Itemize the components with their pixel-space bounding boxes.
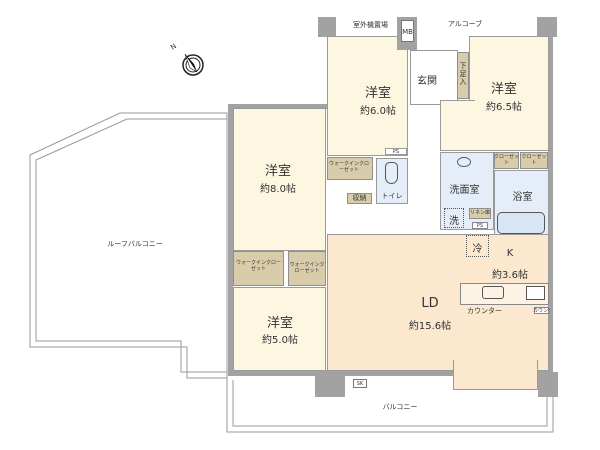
room-name: K [506, 248, 514, 259]
room-name: LD [421, 296, 439, 311]
walkin-closet-label: ウォークインクローゼット [236, 260, 282, 272]
room-western-6 [327, 36, 408, 156]
room-western-5 [233, 287, 326, 371]
room-name: 洋室 [264, 164, 291, 179]
pillar [537, 17, 557, 37]
laundry-label: 洗 [449, 216, 459, 227]
ps-label: PS [476, 223, 484, 229]
wall [228, 104, 233, 374]
walkin-closet-label: ウォークインクローゼット [329, 161, 370, 173]
pillar [538, 372, 558, 397]
kitchen-sink-icon [482, 286, 504, 299]
room-size: 約6.5帖 [486, 102, 522, 113]
pillar [315, 373, 345, 397]
walkin-closet [288, 251, 326, 286]
fridge-label: 冷 [472, 244, 483, 255]
small-counter [534, 307, 549, 314]
room-name: 洋室 [490, 82, 517, 97]
ps-box [385, 148, 407, 155]
room-name: 洋室 [364, 86, 391, 101]
sk-box [353, 379, 367, 388]
room-name: 洋室 [266, 316, 293, 331]
ps-label: PS [392, 149, 400, 155]
alcove-label: アルコーブ [447, 20, 483, 28]
bathroom-label: 浴室 [512, 192, 533, 203]
balcony-outline [226, 378, 554, 433]
walkin-closet [233, 251, 284, 286]
room-size: 約3.6帖 [492, 270, 528, 281]
room-size: 約15.6帖 [408, 321, 452, 332]
roof-balcony-label: ルーフバルコニー [107, 240, 163, 248]
roof-balcony-outline [29, 112, 228, 379]
mb-box [401, 20, 414, 42]
closet [494, 152, 519, 169]
mb-label: MB [402, 28, 413, 36]
shoe-box [457, 52, 469, 99]
closet [520, 152, 548, 169]
room-western-65 [469, 36, 549, 151]
room-size: 約6.0帖 [360, 106, 396, 117]
room-ld-bay [453, 360, 538, 390]
closet-label: クローゼット [521, 154, 547, 166]
storage-label: 収納 [352, 194, 367, 202]
toilet-bowl-icon [385, 162, 398, 184]
walkin-closet-label: ウォークインクローゼット [289, 262, 325, 274]
room-size: 約5.0帖 [262, 335, 298, 346]
wall [548, 30, 553, 375]
wall [228, 370, 553, 376]
room-size: 約8.0帖 [260, 184, 296, 195]
linen-storage [469, 208, 491, 219]
bathtub-icon [497, 212, 545, 234]
sk-label: SK [356, 381, 364, 387]
washroom-label: 洗面室 [449, 185, 480, 196]
linen-label: リネン庫 [469, 210, 490, 216]
outdoor-unit-label: 室外機置場 [353, 21, 388, 29]
counter-label: カウンター [467, 307, 502, 315]
ps-box [472, 222, 488, 229]
wall [228, 104, 328, 109]
entrance [410, 50, 458, 105]
room-western-65-extension [440, 100, 475, 151]
fridge-space [466, 235, 489, 257]
closet-label: クローゼット [494, 154, 520, 166]
entrance-label: 玄関 [417, 76, 437, 87]
balcony-label: バルコニー [382, 403, 418, 411]
sink-icon [457, 157, 471, 167]
walkin-closet [327, 157, 373, 180]
stove-icon [526, 286, 545, 300]
laundry-space [444, 208, 464, 228]
pillar [318, 17, 336, 37]
compass-icon [182, 53, 204, 76]
toilet-label: トイレ [381, 192, 403, 200]
shoe-box-label: 下足入 [459, 62, 467, 86]
small-counter-label: カウンター [533, 308, 550, 314]
room-western-8 [233, 108, 326, 251]
storage [347, 193, 372, 204]
